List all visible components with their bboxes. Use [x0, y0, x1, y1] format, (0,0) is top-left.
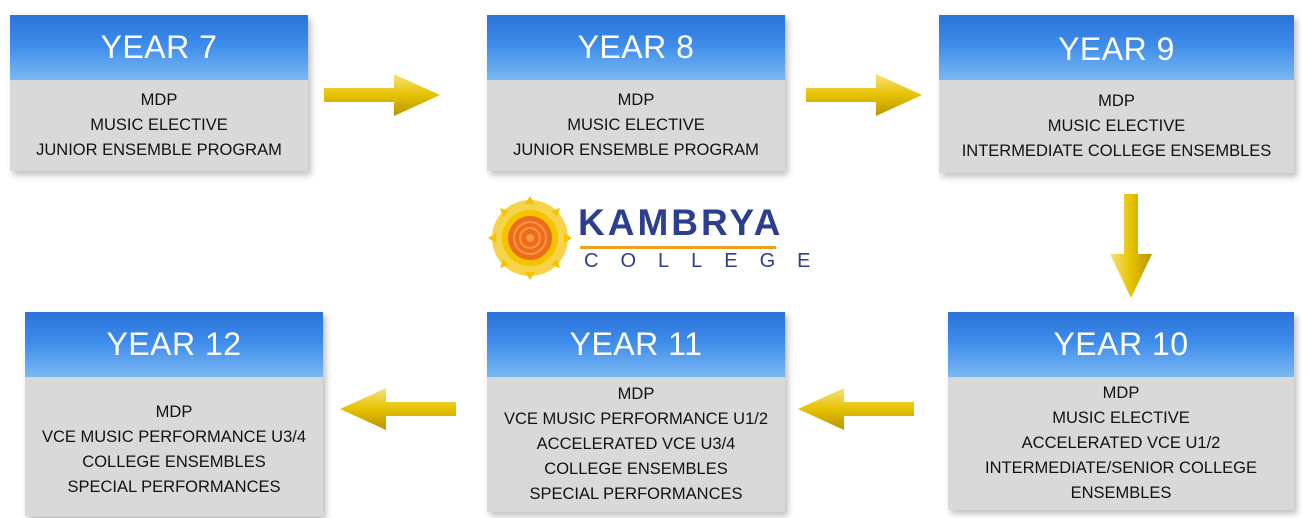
- card-title: YEAR 11: [487, 312, 785, 377]
- card-year-9: YEAR 9 MDP MUSIC ELECTIVE INTERMEDIATE C…: [939, 15, 1294, 173]
- card-year-10: YEAR 10 MDP MUSIC ELECTIVE ACCELERATED V…: [948, 312, 1294, 510]
- card-line: MDP: [155, 402, 193, 421]
- card-line: VCE MUSIC PERFORMANCE U3/4: [41, 427, 307, 446]
- card-body: MDP MUSIC ELECTIVE JUNIOR ENSEMBLE PROGR…: [10, 80, 308, 171]
- card-title: YEAR 7: [10, 15, 308, 80]
- card-body: MDP VCE MUSIC PERFORMANCE U1/2 ACCELERAT…: [487, 377, 785, 512]
- card-title: YEAR 9: [939, 15, 1294, 80]
- card-line: SPECIAL PERFORMANCES: [529, 485, 743, 503]
- card-title: YEAR 10: [948, 312, 1294, 377]
- card-line: MUSIC ELECTIVE: [1052, 409, 1190, 427]
- card-year-12: YEAR 12 MDP VCE MUSIC PERFORMANCE U3/4 C…: [25, 312, 323, 516]
- kambrya-college-logo: KAMBRYA COLLEGE: [484, 196, 810, 281]
- card-line: MUSIC ELECTIVE: [567, 116, 705, 134]
- card-line: COLLEGE ENSEMBLES: [544, 460, 728, 478]
- card-body: MDP MUSIC ELECTIVE JUNIOR ENSEMBLE PROGR…: [487, 80, 785, 171]
- card-body: MDP VCE MUSIC PERFORMANCE U3/4 COLLEGE E…: [25, 377, 323, 516]
- card-line: INTERMEDIATE COLLEGE ENSEMBLES: [961, 142, 1272, 160]
- card-year-7: YEAR 7 MDP MUSIC ELECTIVE JUNIOR ENSEMBL…: [10, 15, 308, 171]
- card-line: MDP: [140, 91, 178, 109]
- arrow-left-icon: [798, 388, 914, 430]
- logo-divider: [580, 246, 776, 249]
- card-line: ACCELERATED VCE U3/4: [536, 435, 736, 453]
- card-body: MDP MUSIC ELECTIVE INTERMEDIATE COLLEGE …: [939, 80, 1294, 173]
- card-line: ENSEMBLES: [1070, 484, 1172, 502]
- card-line: MDP: [1102, 384, 1140, 402]
- card-line: MDP: [617, 91, 655, 109]
- card-title: YEAR 8: [487, 15, 785, 80]
- card-line: MUSIC ELECTIVE: [1047, 117, 1186, 135]
- card-line: MDP: [617, 385, 655, 403]
- card-title: YEAR 12: [25, 312, 323, 377]
- card-line: INTERMEDIATE/SENIOR COLLEGE: [985, 459, 1257, 477]
- arrow-down-icon: [1110, 194, 1152, 298]
- card-line: COLLEGE ENSEMBLES: [82, 452, 266, 471]
- logo-subtitle: COLLEGE: [584, 250, 833, 272]
- logo-wordmark: KAMBRYA: [578, 202, 784, 243]
- arrow-right-icon: [806, 74, 922, 116]
- arrow-left-icon: [340, 388, 456, 430]
- card-line: JUNIOR ENSEMBLE PROGRAM: [36, 141, 282, 159]
- card-body: MDP MUSIC ELECTIVE ACCELERATED VCE U1/2 …: [948, 377, 1294, 510]
- card-line: MUSIC ELECTIVE: [90, 116, 228, 134]
- arrow-right-icon: [324, 74, 440, 116]
- card-year-11: YEAR 11 MDP VCE MUSIC PERFORMANCE U1/2 A…: [487, 312, 785, 512]
- card-line: SPECIAL PERFORMANCES: [67, 477, 281, 496]
- card-line: MDP: [1098, 92, 1135, 110]
- card-line: VCE MUSIC PERFORMANCE U1/2: [503, 410, 769, 428]
- card-year-8: YEAR 8 MDP MUSIC ELECTIVE JUNIOR ENSEMBL…: [487, 15, 785, 171]
- card-line: ACCELERATED VCE U1/2: [1021, 434, 1221, 452]
- sun-icon: [488, 196, 572, 280]
- card-line: JUNIOR ENSEMBLE PROGRAM: [513, 141, 759, 159]
